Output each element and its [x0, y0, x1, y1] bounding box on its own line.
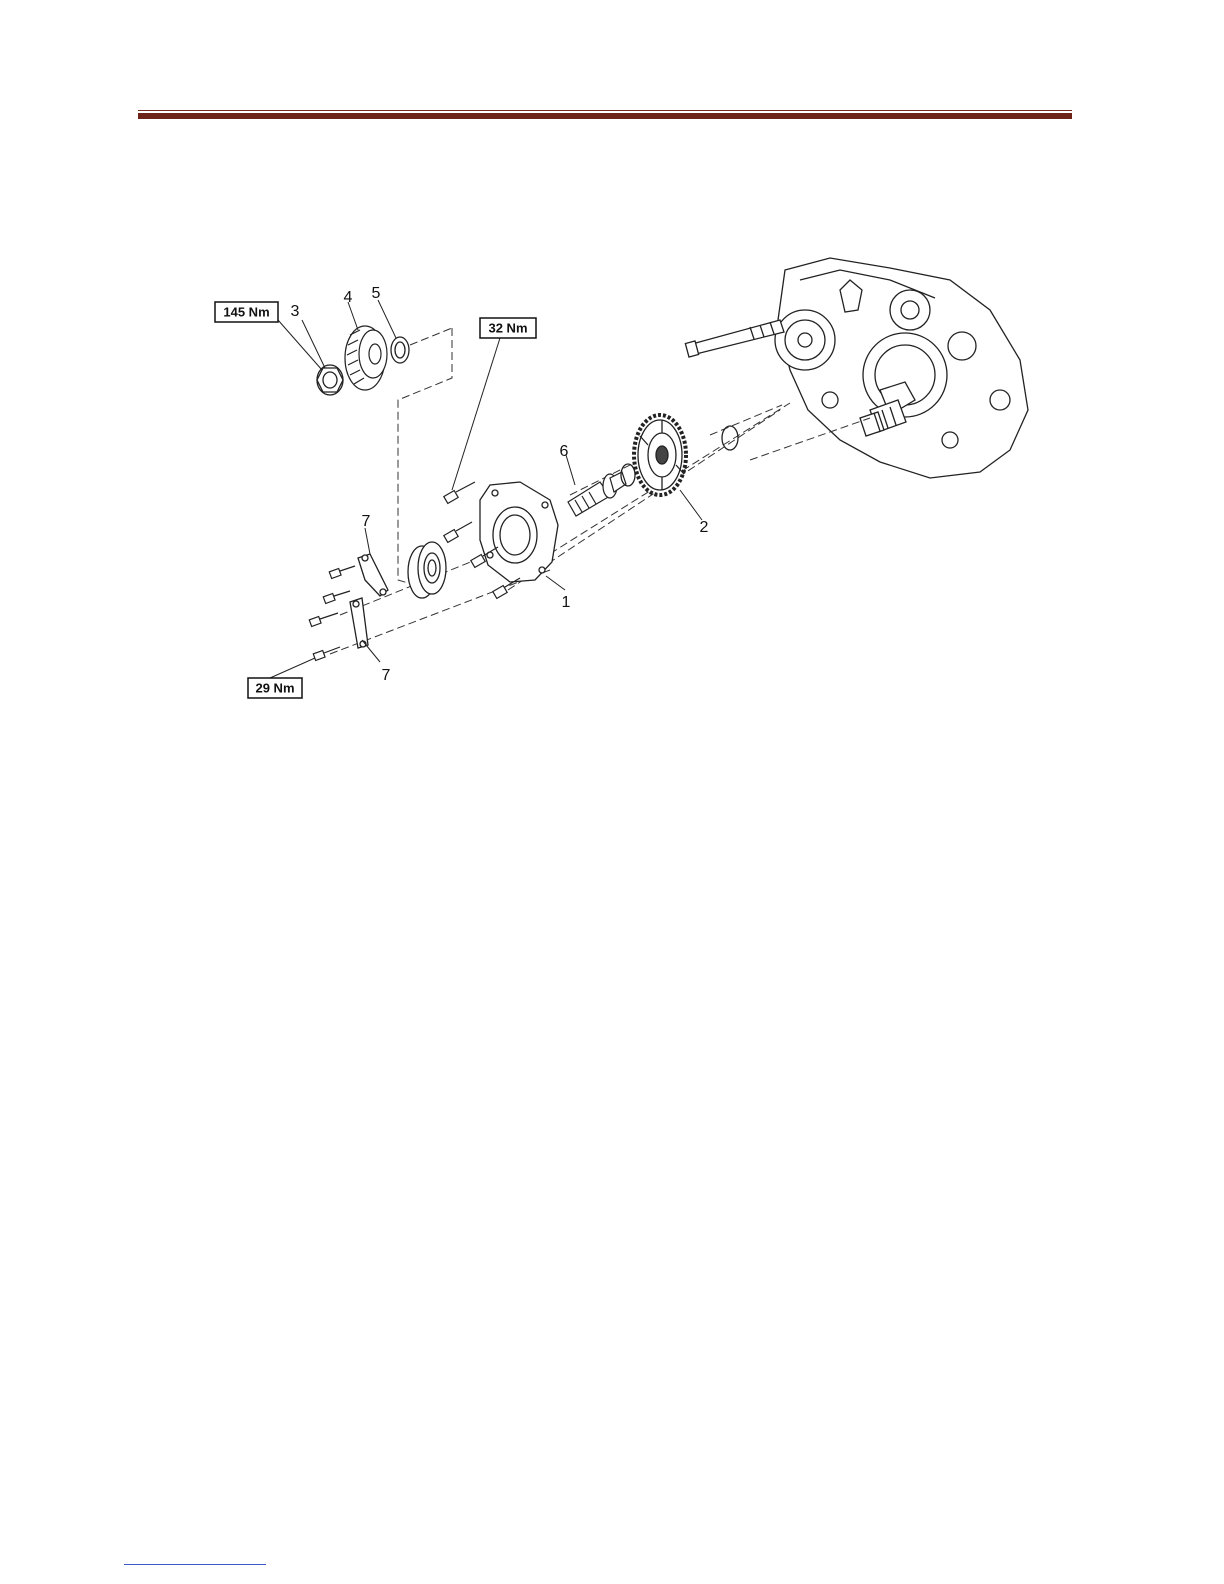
callout-7-upper: 7	[362, 513, 371, 530]
callout-7-lower: 7	[382, 667, 391, 684]
exploded-view-diagram: 145 Nm 32 Nm 29 Nm 3 4 5 6 2 1 7 7	[190, 250, 1040, 710]
leader-lines	[270, 300, 702, 678]
part-2-large-gear	[634, 415, 686, 495]
part-4-bevel-gear	[345, 326, 387, 390]
part-7-brackets	[350, 554, 388, 648]
callout-3: 3	[291, 303, 300, 320]
torque-145-text: 145 Nm	[223, 305, 269, 320]
torque-box-29: 29 Nm	[248, 678, 302, 698]
callout-5: 5	[372, 285, 381, 302]
header-rule-thin	[138, 110, 1072, 111]
torque-box-32: 32 Nm	[480, 318, 536, 338]
callout-6: 6	[560, 443, 569, 460]
header-rule-thick	[138, 113, 1072, 119]
part-1-bearing-housing	[480, 482, 558, 582]
callout-4: 4	[344, 289, 353, 306]
torque-32-text: 32 Nm	[488, 321, 527, 336]
part-6-shaft	[568, 472, 626, 516]
torque-29-text: 29 Nm	[255, 681, 294, 696]
part-5-washer	[391, 337, 409, 363]
torque-box-145: 145 Nm	[215, 302, 278, 322]
footnote-separator	[124, 1564, 266, 1565]
callout-2: 2	[700, 519, 709, 536]
bearing	[408, 542, 446, 598]
callout-1: 1	[562, 594, 571, 611]
